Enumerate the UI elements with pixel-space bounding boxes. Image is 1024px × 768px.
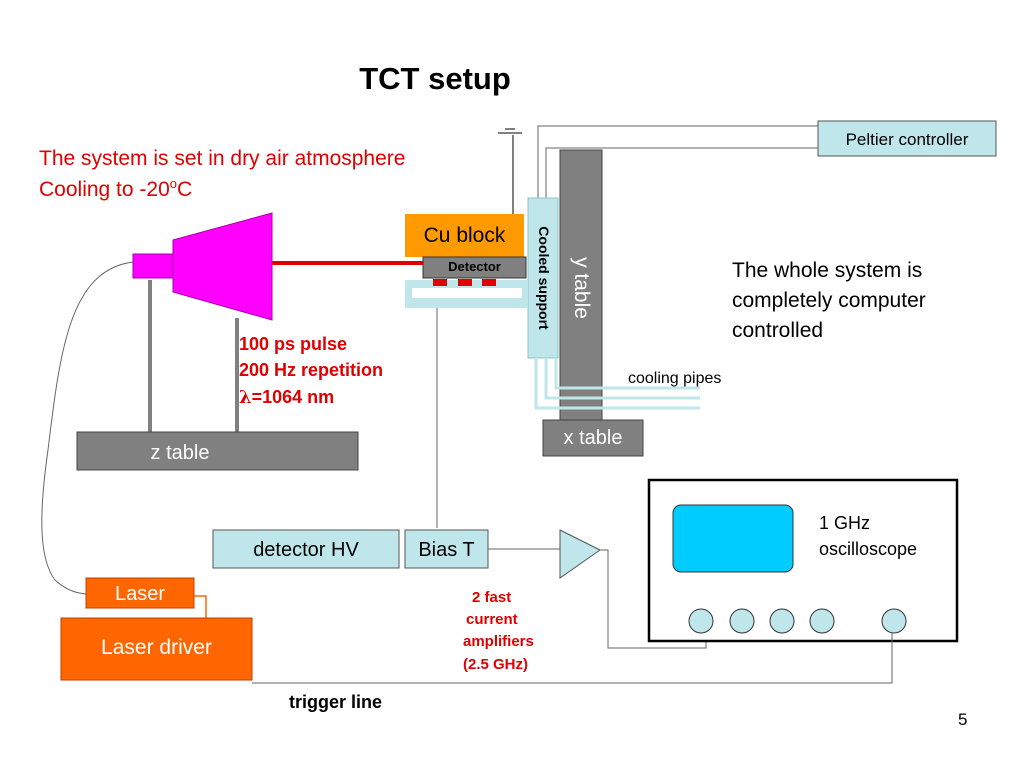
page-title: TCT setup	[359, 61, 511, 96]
trigger-line-wire	[252, 633, 893, 684]
cooling-degree: o	[169, 176, 177, 191]
detector-pad	[433, 279, 447, 286]
y-table-label: y table	[570, 257, 594, 319]
laser-box	[85, 577, 195, 609]
cooling-pipes	[534, 358, 700, 410]
laser-driver-box	[60, 617, 253, 681]
atmosphere-note: The system is set in dry air atmosphere	[39, 147, 406, 170]
laser-label: Laser	[114, 583, 166, 605]
cu-block-label: Cu block	[423, 224, 506, 247]
amplifier-note-line1: 2 fast	[472, 589, 512, 606]
cooling-note: Cooling to -20oC	[39, 176, 192, 203]
detector-pad	[482, 279, 496, 286]
laser-post	[235, 318, 239, 432]
oscilloscope-label-line2: oscilloscope	[819, 539, 918, 559]
peltier-controller-label: Peltier controller	[845, 130, 969, 149]
oscilloscope-channel-knob	[688, 608, 714, 634]
detector-hv-box	[212, 529, 400, 569]
cooling-prefix: Cooling to -20	[39, 178, 170, 201]
peltier-wires	[537, 125, 818, 212]
x-table-label: x table	[563, 427, 623, 449]
repetition-spec: 200 Hz repetition	[239, 360, 384, 380]
wavelength-spec: λ=1064 nm	[239, 386, 334, 410]
y-table-box	[559, 149, 603, 423]
cooled-support-label: Cooled support	[535, 226, 552, 330]
amplifier-note-line3: amplifiers	[463, 633, 534, 650]
amplifier-triangle	[559, 529, 601, 579]
cooling-suffix: C	[176, 178, 193, 201]
lambda-symbol: λ	[239, 387, 252, 408]
cooled-support-box	[527, 197, 559, 359]
laser-cable	[41, 261, 134, 595]
ground-symbol	[498, 128, 522, 218]
cu-block-box	[405, 214, 524, 257]
computer-note-line1: The whole system is	[732, 259, 923, 282]
oscilloscope-trigger-knob	[881, 608, 907, 634]
cooling-pipes-label: cooling pipes	[628, 370, 722, 387]
detector-box	[422, 256, 527, 279]
oscilloscope-channel-knob	[729, 608, 755, 634]
pulse-spec: 100 ps pulse	[239, 334, 348, 354]
bias-t-box	[404, 529, 489, 569]
trigger-line-label: trigger line	[289, 692, 383, 712]
x-table-box	[542, 419, 644, 457]
laser-cone	[172, 212, 273, 321]
laser-to-driver-wire	[194, 595, 207, 618]
amplifier-note-line2: current	[466, 611, 518, 628]
oscilloscope-channel-knob	[809, 608, 835, 634]
detector-label: Detector	[448, 259, 501, 274]
oscilloscope-label-line1: 1 GHz	[819, 513, 871, 533]
z-table-label: z table	[150, 442, 210, 464]
detector-pad	[458, 279, 472, 286]
amplifier-note-line4: (2.5 GHz)	[463, 656, 529, 673]
laser-post	[148, 280, 152, 432]
laser-driver-label: Laser driver	[101, 636, 212, 659]
computer-note-line2: completely computer	[732, 289, 926, 312]
z-table-box	[76, 431, 359, 471]
detector-plate-inner	[412, 288, 522, 298]
detector-hv-label: detector HV	[253, 539, 359, 561]
laser-head-box	[132, 253, 174, 279]
bias-t-label: Bias T	[418, 539, 475, 561]
peltier-controller-box	[817, 120, 997, 157]
oscilloscope-channel-knob	[769, 608, 795, 634]
oscilloscope-screen	[672, 504, 794, 573]
computer-note-line3: controlled	[732, 319, 824, 342]
wavelength-value: =1064 nm	[251, 387, 335, 407]
page-number: 5	[958, 710, 968, 729]
